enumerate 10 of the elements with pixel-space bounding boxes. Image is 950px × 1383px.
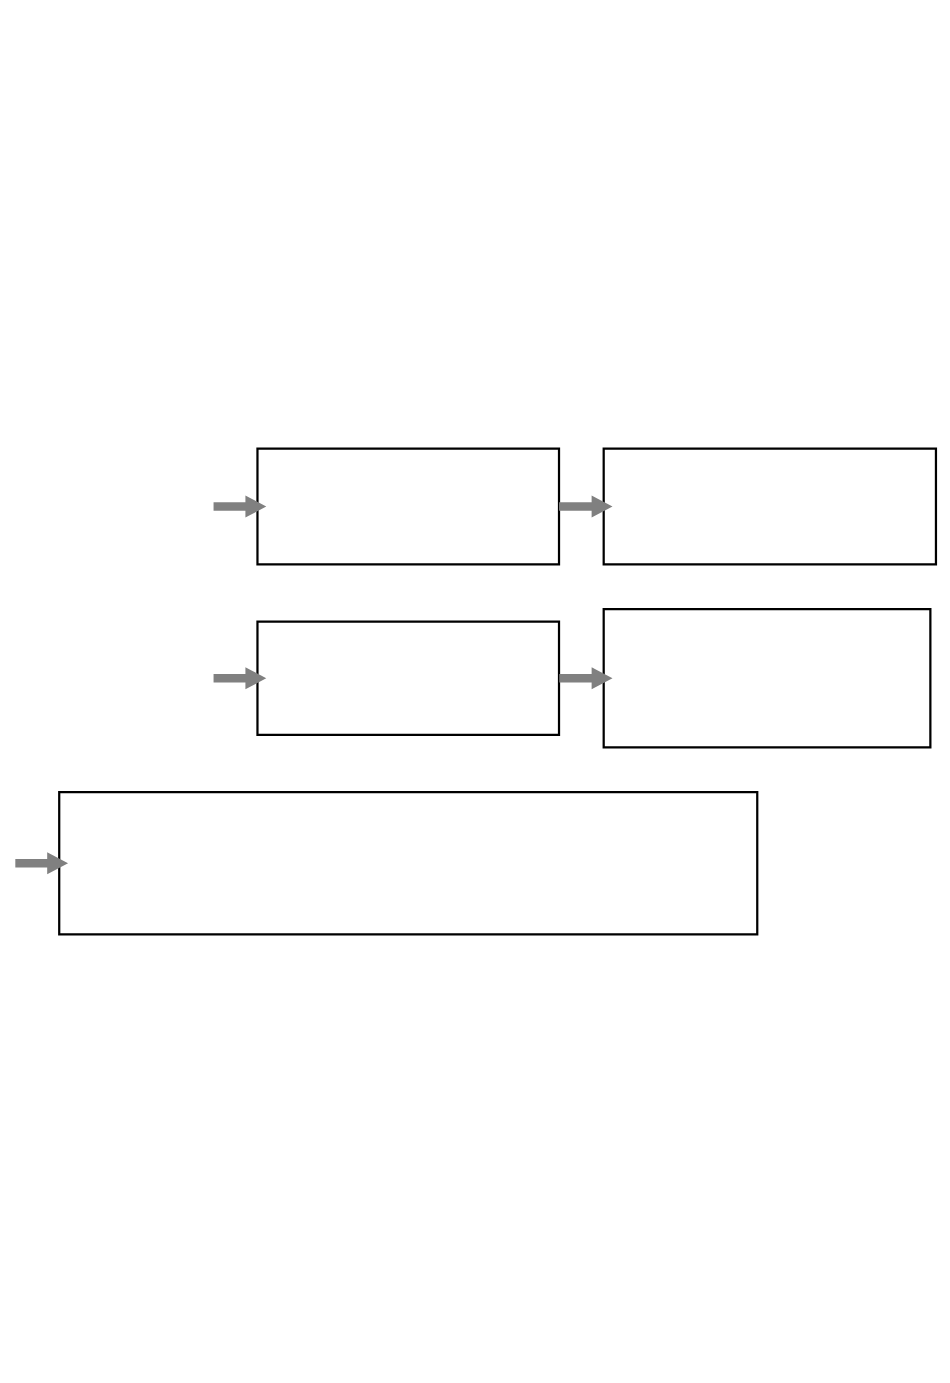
arrow	[213, 667, 267, 690]
arrow	[15, 852, 69, 875]
arrow	[213, 495, 267, 518]
node-box	[256, 620, 561, 736]
arrow	[559, 667, 613, 690]
node-box	[602, 608, 932, 749]
node-box	[602, 447, 938, 566]
arrow	[559, 495, 613, 518]
node-box	[256, 447, 561, 566]
node-box	[58, 790, 759, 936]
